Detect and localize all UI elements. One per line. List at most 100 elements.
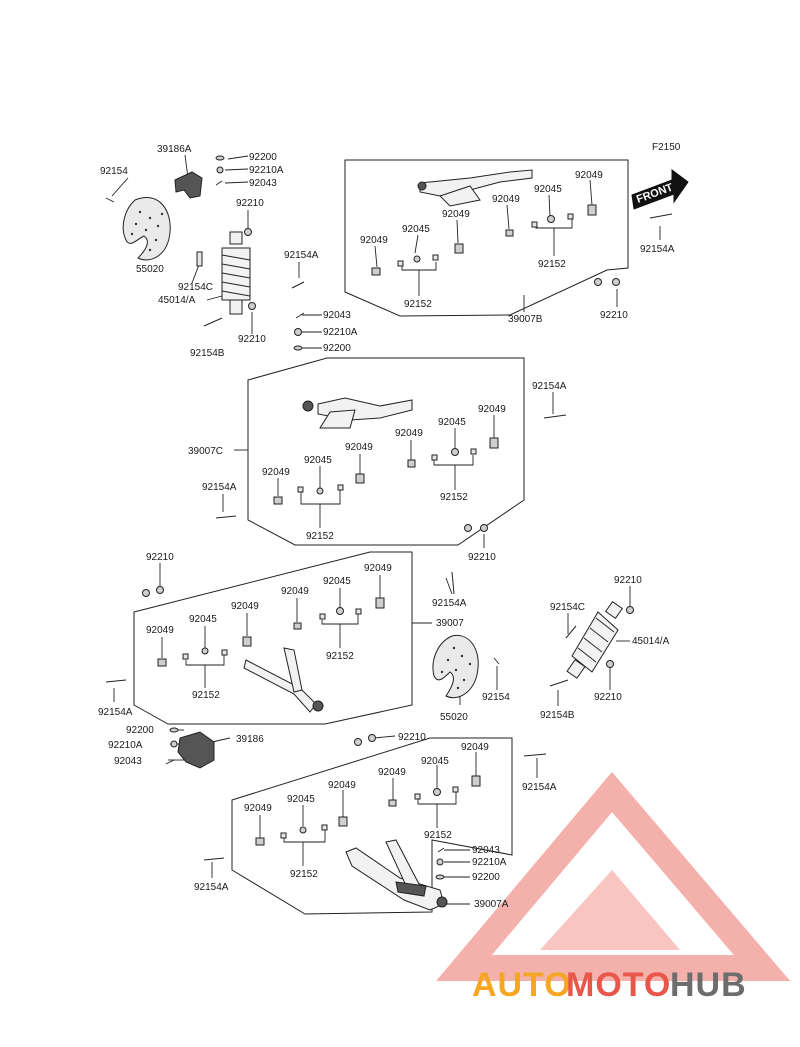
label-92154A-c: 92154A [532, 381, 567, 392]
collar-92045-g2-b [451, 448, 459, 456]
seal-92152-g1-b1 [531, 221, 538, 228]
bushing-92049-g1-d [587, 204, 597, 216]
label-b1-92049-d: 92049 [575, 170, 603, 181]
label-92043-b: 92043 [323, 310, 351, 321]
bolt-92154A-g3-top [451, 571, 455, 595]
label-92200-a: 92200 [249, 152, 277, 163]
front-arrow-label: FRONT [635, 181, 675, 205]
frame-39007C [247, 357, 525, 546]
brake-shield-part [122, 197, 171, 261]
part-labels: 92154 39186A 92200 92210A 92043 92210 55… [98, 144, 675, 910]
seal-92152-g3-a1 [182, 653, 189, 660]
label-39007B: 39007B [508, 314, 543, 325]
knuckle-39186A-part [174, 171, 203, 199]
bolt-92154A-g4-left [203, 857, 225, 861]
pin-92154-right [493, 657, 500, 665]
label-92210A-c: 92210A [108, 740, 143, 751]
label-92200-c: 92200 [126, 725, 154, 736]
seal-92152-g1-b2 [567, 213, 574, 220]
nut-92210-g3-left [142, 589, 150, 597]
brake-shield-part-right [432, 634, 479, 699]
label-b3-92049-c: 92049 [281, 586, 309, 597]
label-b1-92045-b: 92045 [534, 184, 562, 195]
bolt-92154A-g2-right [543, 414, 567, 419]
label-b3-92045-a: 92045 [189, 614, 217, 625]
label-b2-92049-d: 92049 [478, 404, 506, 415]
bolt-92154A-mid [291, 281, 305, 289]
collar-92045-g4-a [299, 826, 307, 834]
front-arrow-icon: FRONT [631, 169, 689, 210]
label-b3-92152-a: 92152 [192, 690, 220, 701]
label-92154A-d: 92154A [202, 482, 237, 493]
label-b3-92049-a: 92049 [146, 625, 174, 636]
label-b3-92049-b: 92049 [231, 601, 259, 612]
washer-92200-mid [293, 345, 303, 351]
pin-92043-g4 [437, 847, 445, 853]
frame-39007 [133, 551, 413, 725]
seal-92152-g2-a1 [297, 486, 304, 493]
washer-92200-top [215, 155, 225, 161]
label-b3-92152-b: 92152 [326, 651, 354, 662]
bolt-92154A-g2-left [215, 515, 237, 519]
seal-92152-g3-b1 [319, 613, 326, 620]
label-39007C: 39007C [188, 446, 223, 457]
label-b2-92152-b: 92152 [440, 492, 468, 503]
collar-92045-g2-a [316, 487, 324, 495]
label-92210-d: 92210 [468, 552, 496, 563]
arm-39007C-part [302, 397, 413, 429]
label-39186: 39186 [236, 734, 264, 745]
watermark-triangle [436, 771, 791, 981]
seal-92152-g2-b1 [431, 454, 438, 461]
label-39007: 39007 [436, 618, 464, 629]
label-92210-g: 92210 [594, 692, 622, 703]
bushing-92049-g2-c [407, 459, 416, 468]
label-92154B-a: 92154B [190, 348, 225, 359]
label-b3-92049-d: 92049 [364, 563, 392, 574]
bolt-92154A-g4-right [523, 753, 547, 757]
frame-39007A [231, 737, 513, 915]
bushing-92049-g2-d [489, 437, 499, 449]
label-92154B-b: 92154B [540, 710, 575, 721]
label-b2-92049-b: 92049 [345, 442, 373, 453]
label-92154A-g: 92154A [522, 782, 557, 793]
label-92200-b: 92200 [323, 343, 351, 354]
label-39186A: 39186A [157, 144, 192, 155]
nut-92210A-left [170, 740, 178, 748]
watermark-auto-text: AUTO [472, 966, 572, 1004]
label-92154-tl: 92154 [100, 166, 128, 177]
bushing-92049-g3-b [242, 636, 252, 647]
label-92043-c: 92043 [114, 756, 142, 767]
label-b4-92152-a: 92152 [290, 869, 318, 880]
label-b2-92049-c: 92049 [395, 428, 423, 439]
label-92154A-b: 92154A [640, 244, 675, 255]
bolt-92154C-top [196, 251, 203, 267]
watermark-logo: AUTO MOTO HUB [436, 771, 791, 1004]
bushing-92049-g1-a [371, 267, 381, 276]
bolt-92154C-right [565, 625, 577, 639]
watermark-inner-shape [540, 870, 680, 950]
label-b1-92049-c: 92049 [492, 194, 520, 205]
nut-92210-top-upper [244, 228, 252, 236]
label-92154-b: 92154 [482, 692, 510, 703]
label-b4-92049-b: 92049 [328, 780, 356, 791]
label-92154A-h: 92154A [194, 882, 229, 893]
bushing-92049-g4-c [388, 799, 397, 807]
pin-92154-top [105, 197, 115, 203]
nut-92210A-mid [294, 328, 302, 336]
nut-92210-g2b [480, 524, 488, 532]
seal-92152-g2-a2 [337, 484, 344, 491]
label-b2-92045-a: 92045 [304, 455, 332, 466]
nut-92210-g2a [464, 524, 472, 532]
leader-lines [111, 154, 661, 905]
diagram-code: F2150 [652, 142, 681, 153]
label-b3-92045-b: 92045 [323, 576, 351, 587]
seal-92152-g3-a2 [221, 649, 228, 656]
label-b4-92049-a: 92049 [244, 803, 272, 814]
nut-92210-right-upper [626, 606, 634, 614]
label-92154A-a: 92154A [284, 250, 319, 261]
collar-92045-g4-b [433, 788, 441, 796]
collar-92045-g3-a [201, 647, 209, 655]
bushing-92049-g1-b [454, 243, 464, 254]
nut-92210-g1b [612, 278, 620, 286]
